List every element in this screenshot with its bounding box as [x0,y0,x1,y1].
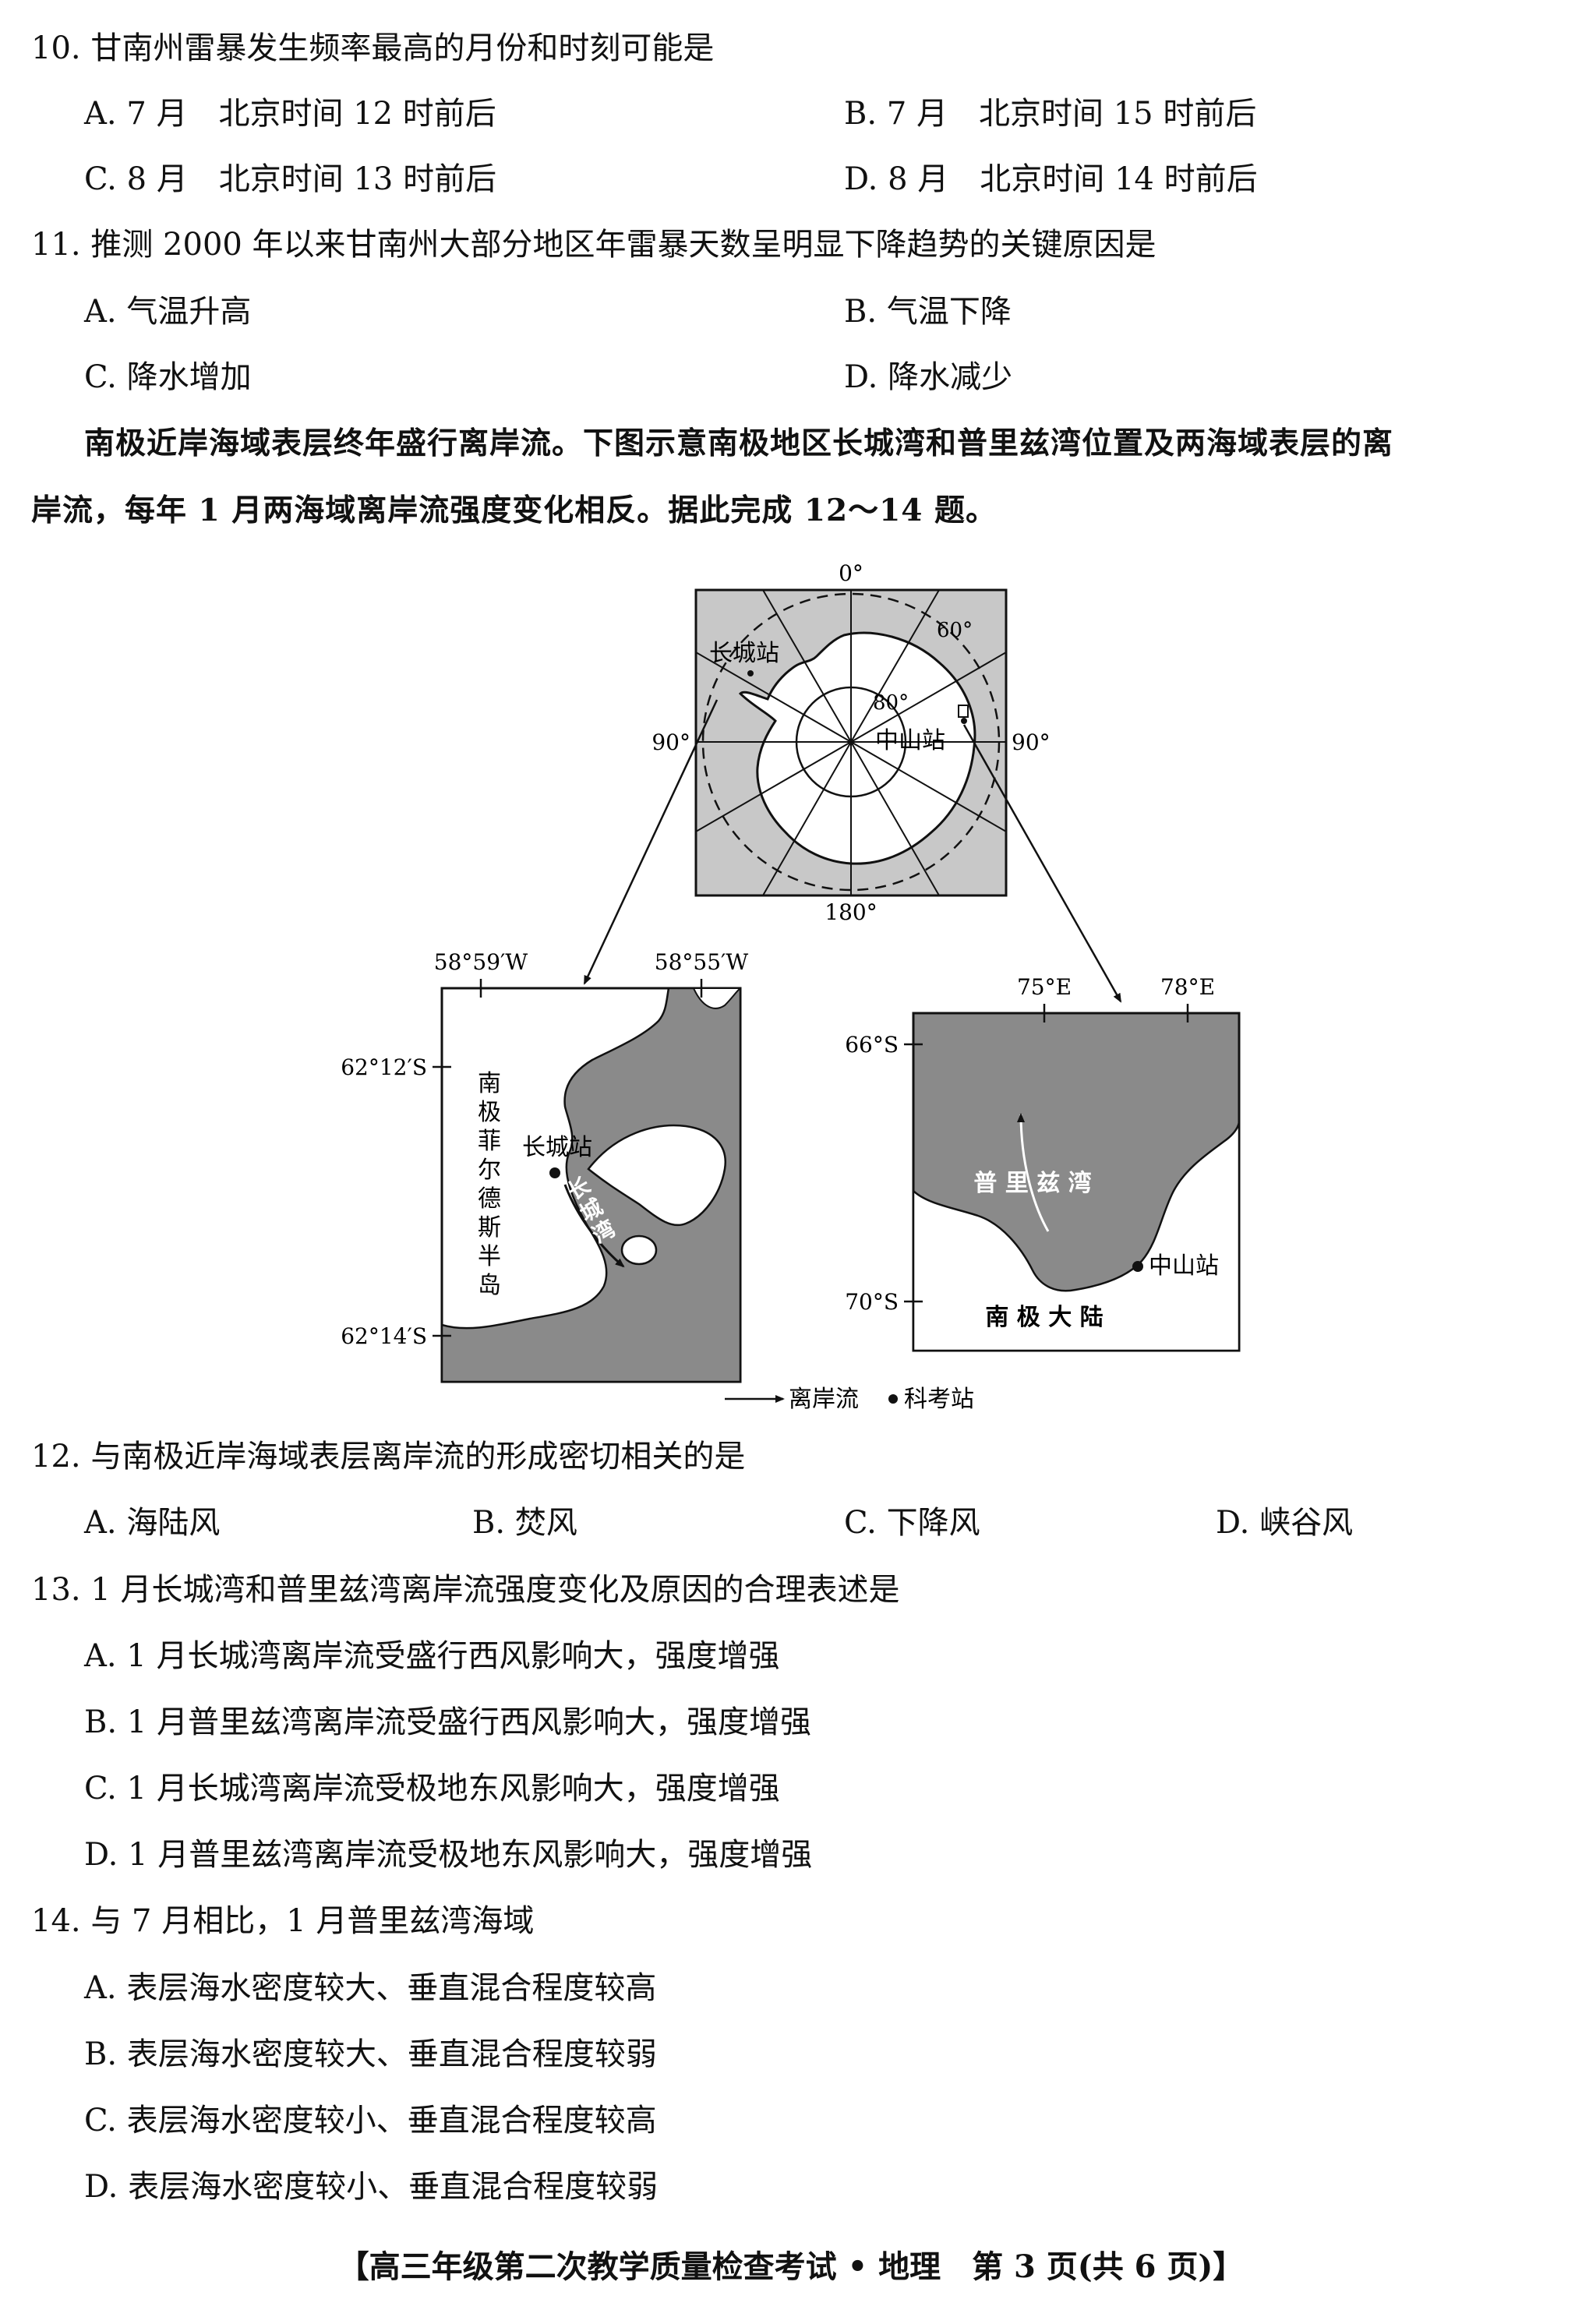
lon-180-label: 180° [825,899,877,925]
lon-90e-label: 90° [1012,729,1051,755]
right-lon-75-label: 75°E [1017,974,1072,1000]
polar-zhongshan-label: 中山站 [875,727,945,754]
q13-option-c: C. 1 月长城湾离岸流受极地东风影响大，强度增强 [84,1771,780,1807]
top-notch [692,988,740,1009]
q10-option-d: D. 8 月 北京时间 14 时前后 [844,161,1258,197]
connector-arrow-right [962,724,1122,1003]
q14-option-d: D. 表层海水密度较小、垂直混合程度较弱 [84,2169,659,2205]
lon-0-label: 0° [839,560,863,586]
polar-great-wall-label: 长城站 [709,640,779,667]
right-station-label: 中山站 [1149,1252,1219,1280]
polar-map: 0° 180° 90° 90° 60° 80° 长城站 中山站 [652,560,1050,925]
antarctic-continent-land [913,1121,1239,1351]
left-station-label: 长城站 [522,1134,592,1161]
q14-option-c: C. 表层海水密度较小、垂直混合程度较高 [84,2103,657,2139]
q12-option-a: A. 海陆风 [84,1505,221,1541]
zhongshan-station-marker [1132,1261,1143,1272]
svg-text:尔: 尔 [478,1157,501,1184]
svg-text:极: 极 [478,1099,501,1126]
svg-text:南: 南 [478,1070,501,1097]
continent-label: 南 极 大 陆 [985,1304,1103,1331]
svg-text:岛: 岛 [478,1272,501,1299]
left-lon-east-label: 58°55′W [655,949,749,975]
lat-60-label: 60° [937,619,973,642]
q12-option-c: C. 下降风 [844,1505,980,1541]
q11-option-c: C. 降水增加 [84,359,252,395]
antarctic-figure: 0° 180° 90° 90° 60° 80° 长城站 中山站 [341,560,1241,1413]
zhongshan-station-dot [961,718,967,724]
q13-option-b: B. 1 月普里兹湾离岸流受盛行西风影响大，强度增强 [84,1704,811,1740]
great-wall-station-marker [549,1167,560,1178]
great-wall-current-arrow [563,1184,625,1268]
q13-option-d: D. 1 月普里兹湾离岸流受极地东风影响大，强度增强 [84,1837,813,1873]
connector-arrow-left [583,699,719,985]
prydz-current-arrow [1017,1113,1050,1232]
intro-line-1: 南极近岸海域表层终年盛行离岸流。下图示意南极地区长城湾和普里兹湾位置及两海域表层… [84,426,1394,461]
q12-option-d: D. 峡谷风 [1216,1505,1354,1541]
right-lat-70-label: 70°S [845,1289,899,1315]
q11-option-a: A. 气温升高 [84,294,252,330]
intro-line-2: 岸流，每年 1 月两海域离岸流强度变化相反。据此完成 12～14 题。 [31,493,997,528]
prydz-bay-map: 75°E 78°E 66°S 70°S 普 里 兹 湾 中山站 南 极 大 陆 [845,974,1241,1352]
lon-90w-label: 90° [652,729,690,755]
legend-current-label: 离岸流 [789,1386,859,1413]
great-wall-station-dot [747,670,754,676]
peninsula-label: 南 极 菲 尔 德 斯 半 岛 [478,1070,501,1299]
svg-text:德: 德 [478,1185,501,1213]
left-lat-bottom-label: 62°14′S [341,1323,427,1349]
q11-stem: 11. 推测 2000 年以来甘南州大部分地区年雷暴天数呈明显下降趋势的关键原因… [31,227,1156,263]
q10-option-a: A. 7 月 北京时间 12 时前后 [84,96,496,132]
prydz-bay-label: 普 里 兹 湾 [973,1170,1091,1197]
right-lon-78-label: 78°E [1160,974,1215,1000]
right-lat-66-label: 66°S [845,1032,899,1058]
q13-option-a: A. 1 月长城湾离岸流受盛行西风影响大，强度增强 [84,1638,780,1674]
lat-80-label: 80° [873,691,909,715]
figure-legend: 离岸流 科考站 [725,1386,974,1413]
small-island [620,1234,658,1266]
q11-option-d: D. 降水减少 [844,359,1013,395]
q10-option-c: C. 8 月 北京时间 13 时前后 [84,161,497,197]
zhongshan-locator-box [958,705,969,718]
legend-station-dot [888,1394,898,1404]
q13-stem: 13. 1 月长城湾和普里兹湾离岸流强度变化及原因的合理表述是 [31,1572,900,1608]
great-wall-bay-inlet [587,1124,727,1227]
q10-option-b: B. 7 月 北京时间 15 时前后 [844,96,1257,132]
q14-option-a: A. 表层海水密度较大、垂直混合程度较高 [84,1970,657,2006]
q11-option-b: B. 气温下降 [844,294,1012,330]
q10-stem: 10. 甘南州雷暴发生频率最高的月份和时刻可能是 [31,30,715,66]
q12-stem: 12. 与南极近岸海域表层离岸流的形成密切相关的是 [31,1439,746,1475]
great-wall-bay-map: 58°59′W 58°55′W 62°12′S 62°14′S 南 极 菲 尔 … [341,949,749,1383]
q14-stem: 14. 与 7 月相比，1 月普里兹湾海域 [31,1903,535,1939]
legend-station-label: 科考站 [904,1386,974,1413]
meridians [696,590,1006,895]
q12-option-b: B. 焚风 [472,1505,577,1541]
svg-text:斯: 斯 [478,1214,501,1241]
left-lon-west-label: 58°59′W [434,949,528,975]
svg-text:半: 半 [478,1243,501,1270]
antarctica-landmass [738,631,976,865]
svg-text:菲: 菲 [478,1128,501,1155]
page-footer: 【高三年级第二次教学质量检查考试 • 地理 第 3 页(共 6 页)】 [337,2248,1245,2285]
fildes-peninsula-land [442,988,740,1382]
q14-option-b: B. 表层海水密度较大、垂直混合程度较弱 [84,2036,657,2072]
left-lat-top-label: 62°12′S [341,1054,427,1080]
